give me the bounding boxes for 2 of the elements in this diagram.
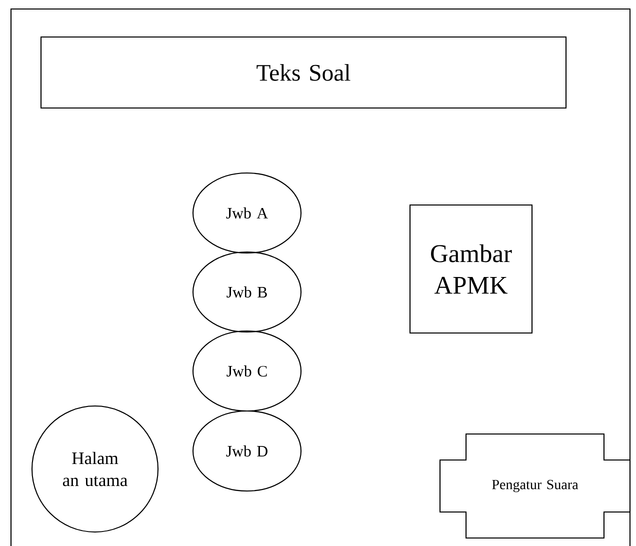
question-box: Teks Soal — [40, 36, 567, 109]
picture-box: Gambar APMK — [409, 204, 533, 334]
